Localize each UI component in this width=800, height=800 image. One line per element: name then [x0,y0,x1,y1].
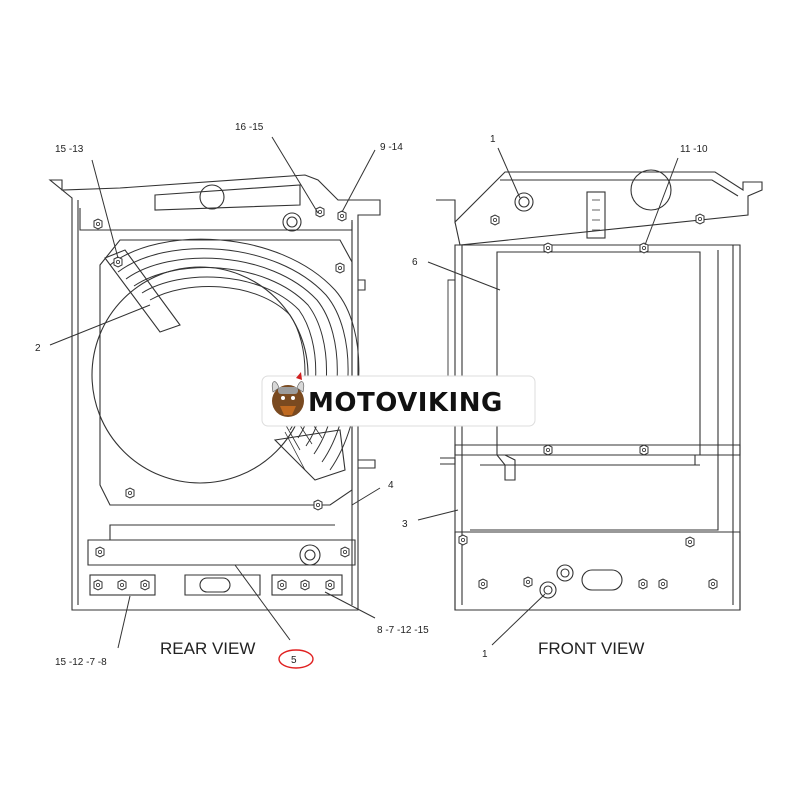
rear-view-label: REAR VIEW [160,639,255,658]
callout-16-15: 16 -15 [235,122,264,133]
callout-front-1-top: 1 [490,134,496,145]
viking-mascot-icon [271,372,305,417]
callout-3: 3 [402,519,408,530]
callout-5: 5 [291,655,297,666]
leader-lines [49,136,679,649]
callout-8-7-12-15: 8 -7 -12 -15 [377,625,429,636]
callout-15-12-7-8: 15 -12 -7 -8 [55,657,107,668]
callout-6: 6 [412,257,418,268]
callout-11-10: 11 -10 [680,144,708,155]
callout-9-14: 9 -14 [380,142,403,153]
callout-2: 2 [35,343,41,354]
watermark-text: MOTOVIKING [308,388,503,418]
callout-15-13: 15 -13 [55,144,84,155]
callout-5-highlight [278,649,314,669]
rear-view-drawing [48,174,381,611]
motoviking-watermark: MOTOVIKING [261,372,536,427]
front-view-label: FRONT VIEW [538,639,644,658]
callout-front-1-bottom: 1 [482,649,488,660]
callout-4: 4 [388,480,394,491]
